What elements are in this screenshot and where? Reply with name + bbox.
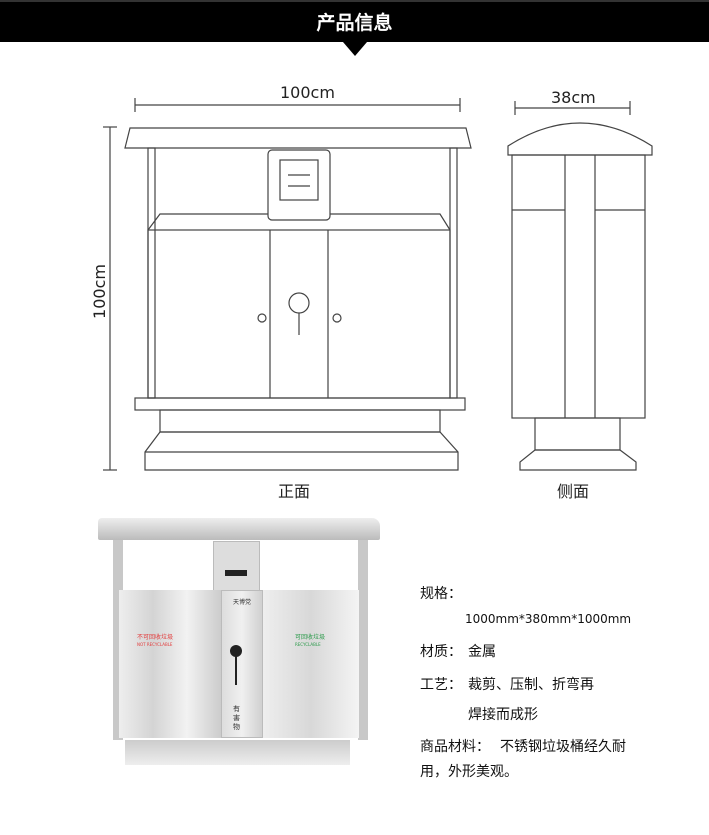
not-recyclable-label: 不可回收垃圾	[137, 634, 174, 641]
side-depth-label: 38cm	[551, 88, 596, 107]
side-view-drawing	[507, 122, 653, 471]
side-caption: 侧面	[557, 482, 590, 501]
product-photo: 天博党 不可回收垃圾 NOT RECYCLABLE 可回收垃圾 RECYCLAB…	[95, 515, 385, 777]
section-title: 产品信息	[316, 12, 393, 34]
hazardous-label: 有害物	[233, 705, 240, 731]
size-label: 规格：	[420, 586, 462, 602]
description-value-2: 用，外形美观。	[420, 764, 518, 780]
recyclable-label: 可回收垃圾	[295, 634, 326, 641]
material-value: 金属	[468, 644, 496, 660]
not-recyclable-label-en: NOT RECYCLABLE	[137, 642, 173, 647]
process-value-1: 裁剪、压制、折弯再	[468, 677, 594, 693]
process-label: 工艺：	[420, 677, 462, 693]
process-value-2: 焊接而成形	[468, 707, 538, 723]
description-label: 商品材料：	[420, 739, 490, 755]
side-depth-dimension	[514, 101, 631, 115]
material-label: 材质：	[420, 644, 462, 660]
section-header	[0, 0, 709, 42]
size-value: 1000mm*380mm*1000mm	[465, 612, 632, 626]
brand-text: 天博党	[233, 599, 252, 606]
front-view-drawing	[124, 127, 472, 471]
front-caption: 正面	[278, 482, 311, 501]
front-height-dimension	[103, 126, 117, 471]
front-height-label: 100cm	[89, 264, 109, 319]
description-value-1: 不锈钢垃圾桶经久耐	[500, 739, 626, 755]
front-width-dimension	[134, 98, 461, 112]
header-pointer	[343, 42, 367, 56]
recyclable-label-en: RECYCLABLE	[295, 642, 321, 647]
front-width-label: 100cm	[280, 83, 335, 102]
